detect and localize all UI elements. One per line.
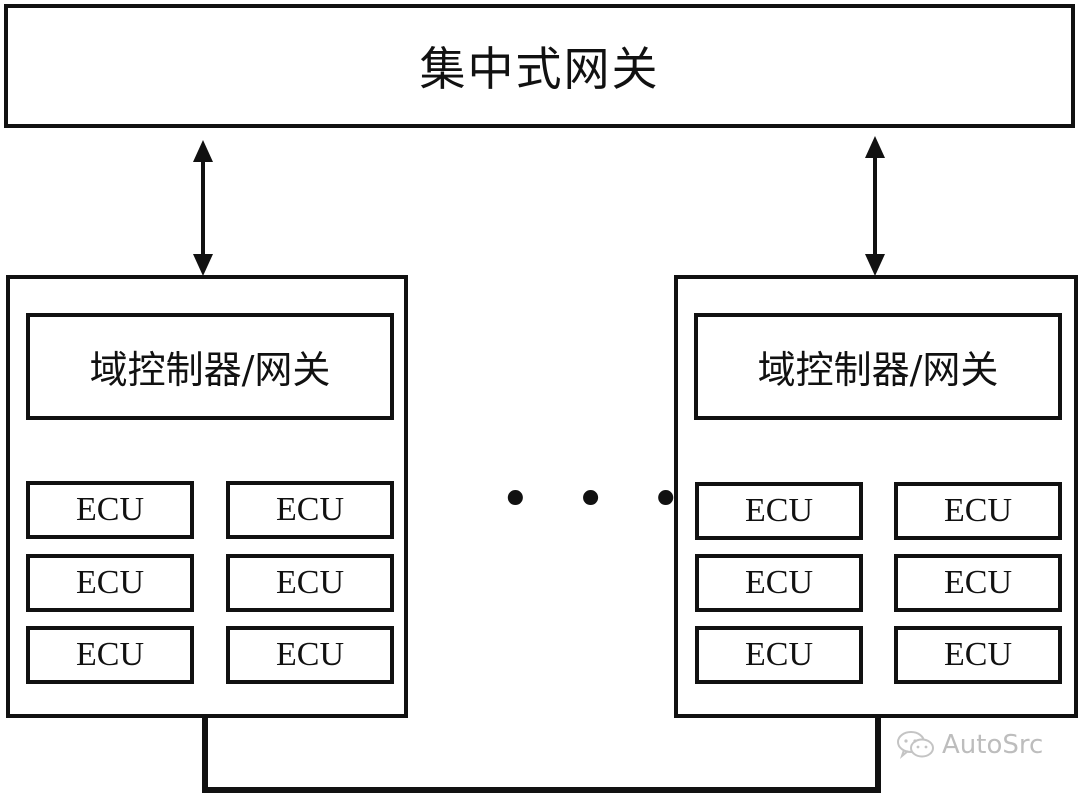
ecu-box: ECU (894, 554, 1062, 612)
watermark-text: AutoSrc (942, 730, 1044, 760)
ellipsis: • • • (500, 470, 696, 530)
ecu-box: ECU (894, 626, 1062, 684)
ecu-box: ECU (695, 626, 863, 684)
domain-box-left: 域控制器/网关 ECU ECU ECU ECU ECU ECU (6, 275, 408, 718)
ecu-box: ECU (226, 481, 394, 539)
domain-controller-box: 域控制器/网关 (694, 313, 1062, 420)
arrow-left-bidirectional (193, 140, 213, 276)
ecu-box: ECU (695, 482, 863, 540)
domain-controller-label: 域控制器/网关 (757, 348, 999, 392)
ecu-box: ECU (894, 482, 1062, 540)
bus-line (202, 716, 881, 793)
central-gateway-box: 集中式网关 (4, 4, 1075, 128)
watermark: AutoSrc (896, 730, 1043, 760)
central-gateway-label: 集中式网关 (419, 42, 660, 96)
ecu-box: ECU (26, 481, 194, 539)
wechat-icon (896, 730, 936, 760)
arrow-right-bidirectional (865, 136, 885, 276)
domain-controller-box: 域控制器/网关 (26, 313, 394, 420)
ecu-box: ECU (695, 554, 863, 612)
ecu-box: ECU (26, 626, 194, 684)
domain-controller-label: 域控制器/网关 (89, 348, 331, 392)
ecu-box: ECU (226, 554, 394, 612)
ecu-box: ECU (226, 626, 394, 684)
ecu-box: ECU (26, 554, 194, 612)
domain-box-right: 域控制器/网关 ECU ECU ECU ECU ECU ECU (674, 275, 1078, 718)
